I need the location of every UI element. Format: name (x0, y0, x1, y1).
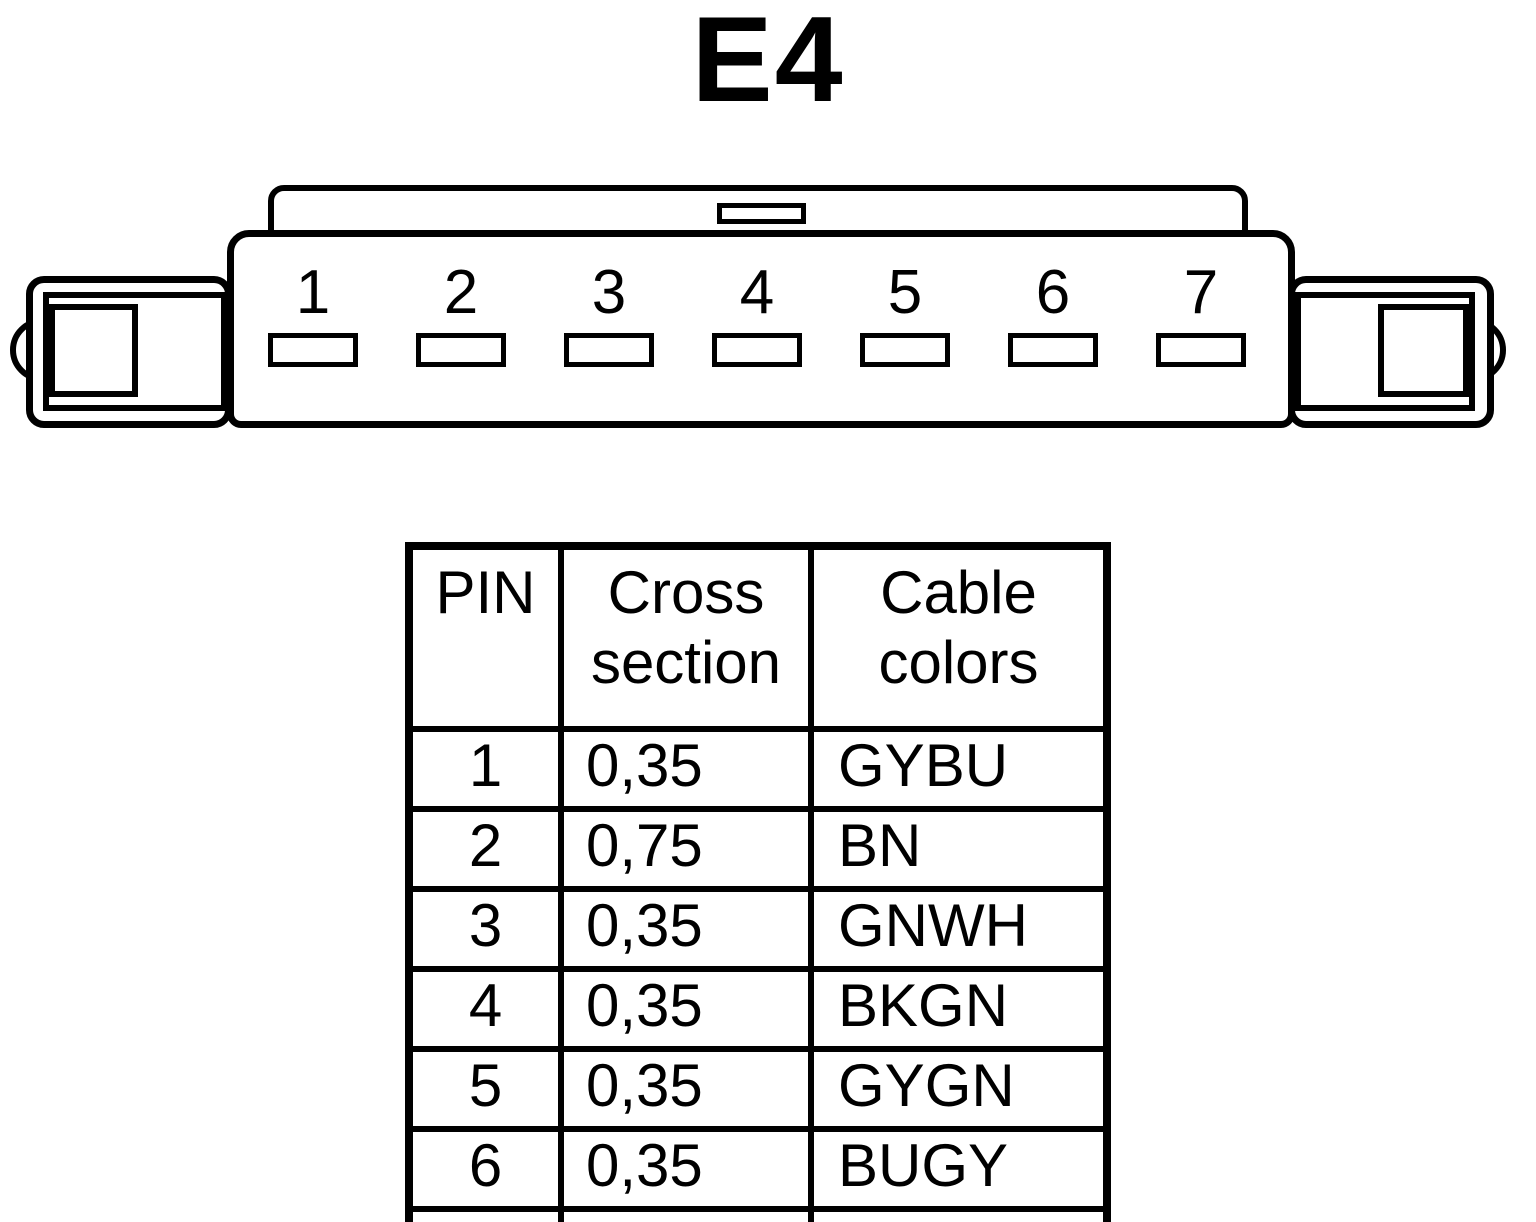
pin-column-header: PIN (406, 543, 564, 732)
pin-label-1: 1 (295, 258, 331, 327)
cross-section-cell: - (558, 1206, 814, 1222)
connector-lid-tab (717, 203, 806, 224)
pin-slot-6 (1008, 333, 1098, 367)
pin-number-cell: 5 (406, 1046, 564, 1132)
table-row: 3 0,35 GNWH (406, 886, 1110, 972)
pin-number-cell: 7 (406, 1206, 564, 1222)
cable-color-cell: - (808, 1206, 1110, 1222)
left-mounting-ear (26, 276, 232, 428)
table-row: 6 0,35 BUGY (406, 1126, 1110, 1212)
pin-slot-4 (712, 333, 802, 367)
pin-number-cell: 2 (406, 806, 564, 892)
pin-slot-3 (564, 333, 654, 367)
cross-section-cell: 0,75 (558, 806, 814, 892)
pin-number-cell: 4 (406, 966, 564, 1052)
pin-number-cell: 3 (406, 886, 564, 972)
table-row: 5 0,35 GYGN (406, 1046, 1110, 1132)
table-row: 7 - - (406, 1206, 1110, 1222)
cable-color-cell: GNWH (808, 886, 1110, 972)
cross-section-cell: 0,35 (558, 1126, 814, 1212)
connector-body (227, 230, 1295, 428)
cable-color-cell: BN (808, 806, 1110, 892)
pin-label-3: 3 (591, 258, 627, 327)
pin-label-2: 2 (443, 258, 479, 327)
pin-label-6: 6 (1035, 258, 1071, 327)
cable-color-cell: BUGY (808, 1126, 1110, 1212)
table-row: 1 0,35 GYBU (406, 726, 1110, 812)
pin-slot-1 (268, 333, 358, 367)
pin-label-7: 7 (1183, 258, 1219, 327)
cable-color-cell: GYGN (808, 1046, 1110, 1132)
right-ear-latch-window (1378, 304, 1469, 397)
pin-slot-2 (416, 333, 506, 367)
cable-color-cell: BKGN (808, 966, 1110, 1052)
table-header-row: PIN Cross section Cable colors (406, 543, 1110, 732)
pin-label-4: 4 (739, 258, 775, 327)
connector-id-title: E4 (691, 0, 845, 127)
pin-table: PIN Cross section Cable colors 1 0,35 GY… (405, 542, 1111, 1222)
left-ear-latch-window (49, 304, 138, 397)
pin-slot-5 (860, 333, 950, 367)
right-mounting-ear (1288, 276, 1494, 428)
cross-section-cell: 0,35 (558, 886, 814, 972)
pin-slot-7 (1156, 333, 1246, 367)
pin-label-5: 5 (887, 258, 923, 327)
cross-section-cell: 0,35 (558, 966, 814, 1052)
cable-color-cell: GYBU (808, 726, 1110, 812)
pin-number-cell: 6 (406, 1126, 564, 1212)
cross-section-column-header: Cross section (558, 543, 814, 732)
cross-section-cell: 0,35 (558, 726, 814, 812)
pin-number-cell: 1 (406, 726, 564, 812)
table-row: 2 0,75 BN (406, 806, 1110, 892)
table-row: 4 0,35 BKGN (406, 966, 1110, 1052)
cable-colors-column-header: Cable colors (808, 543, 1110, 732)
cross-section-cell: 0,35 (558, 1046, 814, 1132)
